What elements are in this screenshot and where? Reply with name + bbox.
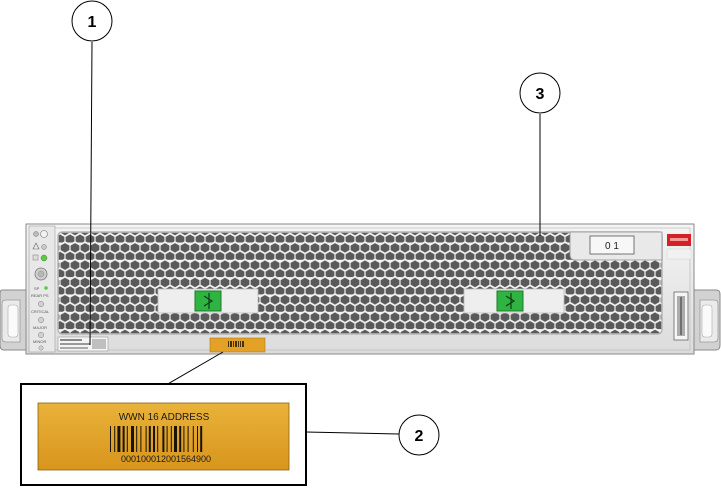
barcode-bar [145, 426, 147, 452]
barcode-icon [228, 341, 244, 347]
indicator-label-minor: MINOR [33, 339, 46, 344]
barcode-bar [162, 426, 165, 452]
label-leader-line [165, 351, 224, 386]
ok-indicator-icon [32, 254, 39, 261]
wwn-label-title: WWN 16 ADDRESS [119, 412, 210, 423]
barcode-bar [183, 426, 185, 452]
barcode-bar [122, 426, 125, 452]
enlarged-label-box: WWN 16 ADDRESS 0001000120015649​00 [20, 383, 307, 486]
callout-2-leader [305, 431, 400, 435]
callout-1-leader [89, 41, 93, 346]
minor-led-icon [38, 345, 44, 351]
barcode-bar [192, 426, 194, 452]
front-indicator-panel: SP REAR PS CRITICAL MAJOR MINOR [28, 225, 56, 353]
right-bezel-handle[interactable] [463, 288, 565, 314]
callout-1-number: 1 [88, 14, 97, 31]
barcode-bar [131, 426, 134, 452]
fault-led-icon [41, 244, 47, 250]
indicator-label-rear-ps: REAR PS [31, 293, 49, 298]
barcode-bar [110, 426, 111, 452]
barcode-bar [200, 426, 203, 452]
barcode-bar [197, 426, 198, 452]
callout-3-number: 3 [536, 86, 545, 103]
callout-1: 1 [71, 0, 113, 346]
display-readout: 0 1 [605, 241, 619, 252]
sp-led-icon [44, 286, 48, 290]
locator-led-icon [33, 231, 39, 237]
barcode-bar [117, 426, 121, 452]
barcode-bar [170, 426, 172, 452]
wwn-label-on-chassis [209, 337, 266, 353]
left-bezel-handle[interactable] [157, 288, 259, 314]
barcode-bar [157, 426, 159, 452]
wwn-barcode [110, 426, 203, 452]
barcode-bar [166, 426, 168, 452]
indicator-label-critical: CRITICAL [31, 309, 50, 314]
barcode-bar [148, 426, 151, 452]
chassis-serial-label [57, 336, 109, 352]
barcode-bar [174, 426, 177, 452]
status-display-module: 0 1 [569, 231, 663, 261]
major-led-icon [37, 331, 45, 339]
release-latch-icon [203, 293, 214, 309]
barcode-bar [126, 426, 128, 452]
serial-tag [673, 291, 689, 341]
left-rack-ear [0, 289, 29, 351]
barcode-bar [187, 426, 189, 452]
barcode-bar [140, 426, 142, 452]
brand-badge [666, 234, 692, 260]
barcode-bar [114, 426, 116, 452]
callout-2: 2 [305, 414, 440, 456]
barcode-bar [136, 426, 138, 452]
barcode-bar [179, 426, 182, 452]
barcode-bar [153, 426, 155, 452]
indicator-label-sp: SP [34, 286, 40, 291]
callout-3: 3 [519, 72, 561, 236]
critical-led-icon [37, 316, 45, 324]
indicator-label-major: MAJOR [33, 325, 47, 330]
locate-button-icon[interactable] [40, 230, 48, 238]
rear-ps-led-icon [37, 300, 45, 308]
power-ok-led-icon [40, 254, 48, 262]
wwn-label-number: 0001000120015649​00 [121, 454, 211, 464]
right-rack-ear [691, 289, 721, 351]
callout-2-number: 2 [415, 428, 424, 445]
fault-warning-icon [32, 242, 40, 250]
release-latch-icon [505, 293, 516, 309]
